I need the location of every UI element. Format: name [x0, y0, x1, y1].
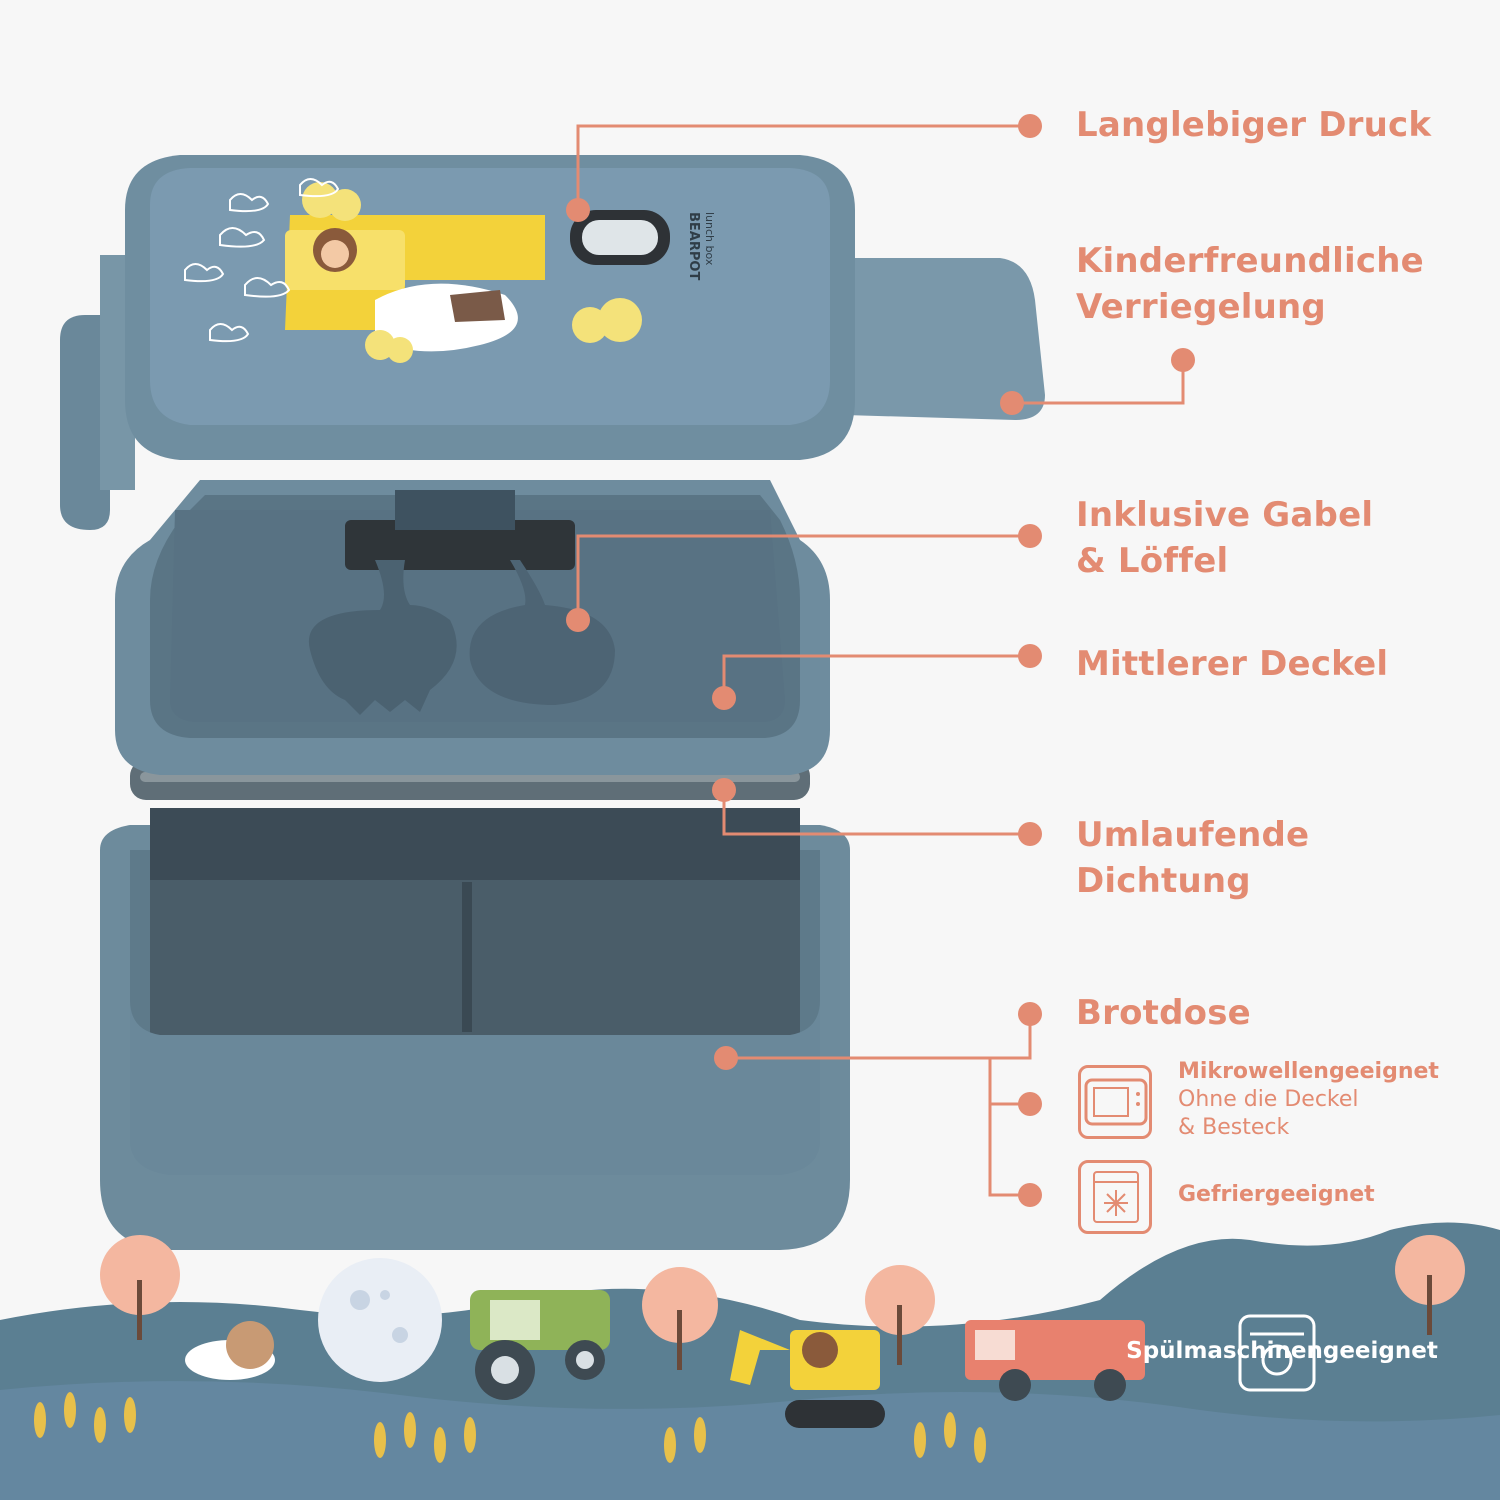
- top-lid: [125, 155, 855, 460]
- callout-line-cutlery: [576, 534, 1030, 620]
- callout-dot: [1018, 1002, 1042, 1026]
- feature-cutlery-line1: Inklusive Gabel: [1076, 495, 1374, 535]
- callout-line-lunchbox: [726, 1014, 1032, 1060]
- fire-truck: [965, 1320, 1145, 1401]
- callout-line-lock: [1012, 360, 1185, 405]
- callout-dots: [566, 114, 1195, 1207]
- landscape-illustration: [0, 1222, 1500, 1500]
- tractor: [470, 1290, 610, 1400]
- feature-middle-lid-label: Mittlerer Deckel: [1076, 644, 1389, 684]
- freezer-icon: [1093, 1171, 1139, 1223]
- feature-print-label: Langlebiger Druck: [1076, 105, 1432, 145]
- callout-dot: [1018, 822, 1042, 846]
- freezer-icon-frame: [1078, 1160, 1152, 1234]
- lunchbox-illustration: BEARPOT lunch box: [60, 155, 1045, 1250]
- callout-line-middle-lid: [722, 654, 1030, 698]
- wheat: [34, 1392, 986, 1463]
- feature-seal-line2: Dichtung: [1076, 861, 1251, 901]
- callout-dot: [1018, 1092, 1042, 1116]
- callout-line-seal: [722, 790, 1030, 836]
- callout-dot: [714, 1046, 738, 1070]
- dishwasher-icon: [1238, 1314, 1316, 1392]
- freezer-title: Gefriergeeignet: [1178, 1182, 1375, 1207]
- moon: [318, 1258, 442, 1382]
- astronaut-bear: [185, 1321, 275, 1380]
- callout-dot: [566, 198, 590, 222]
- callout-dot: [1018, 114, 1042, 138]
- callout-dot: [1000, 391, 1024, 415]
- microwave-caption: Mikrowellengeeignet Ohne die Deckel & Be…: [1178, 1058, 1439, 1142]
- cutlery-set: [308, 490, 615, 715]
- callout-line-print: [576, 124, 1030, 210]
- microwave-note1: Ohne die Deckel: [1178, 1087, 1359, 1112]
- feature-lunchbox: Brotdose: [1076, 990, 1251, 1036]
- callout-lines: [576, 124, 1185, 1197]
- feature-lunchbox-label: Brotdose: [1076, 993, 1251, 1033]
- dishwasher-label: Spülmaschinengeeignet: [1126, 1338, 1438, 1364]
- feature-middle-lid: Mittlerer Deckel: [1076, 641, 1388, 687]
- feature-cutlery-line2: & Löffel: [1076, 541, 1229, 581]
- callout-dot: [712, 778, 736, 802]
- feature-cutlery: Inklusive Gabel & Löffel: [1076, 492, 1373, 584]
- callout-dot: [1018, 644, 1042, 668]
- microwave-title: Mikrowellengeeignet: [1178, 1059, 1439, 1084]
- microwave-icon: [1084, 1078, 1148, 1126]
- microwave-icon-frame: [1078, 1065, 1152, 1139]
- bottom-container: [100, 808, 850, 1250]
- feature-lock-line2: Verriegelung: [1076, 287, 1326, 327]
- callout-dot: [566, 608, 590, 632]
- feature-seal-line1: Umlaufende: [1076, 815, 1310, 855]
- feature-print: Langlebiger Druck: [1076, 102, 1431, 148]
- callout-dot: [712, 686, 736, 710]
- brand-line2: lunch box: [703, 212, 716, 266]
- callout-line-icons: [988, 1058, 1030, 1197]
- excavator: [730, 1330, 885, 1428]
- microwave-note2: & Besteck: [1178, 1115, 1290, 1140]
- callout-dot: [1018, 524, 1042, 548]
- feature-seal: Umlaufende Dichtung: [1076, 812, 1309, 904]
- middle-lid: [115, 480, 830, 775]
- trees: [100, 1235, 1465, 1370]
- feature-lock: Kinderfreundliche Verriegelung: [1076, 238, 1424, 330]
- callout-dot: [1018, 1183, 1042, 1207]
- feature-lock-line1: Kinderfreundliche: [1076, 241, 1424, 281]
- brand-line1: BEARPOT: [686, 212, 701, 280]
- callout-dot: [1171, 348, 1195, 372]
- freezer-caption: Gefriergeeignet: [1178, 1181, 1375, 1209]
